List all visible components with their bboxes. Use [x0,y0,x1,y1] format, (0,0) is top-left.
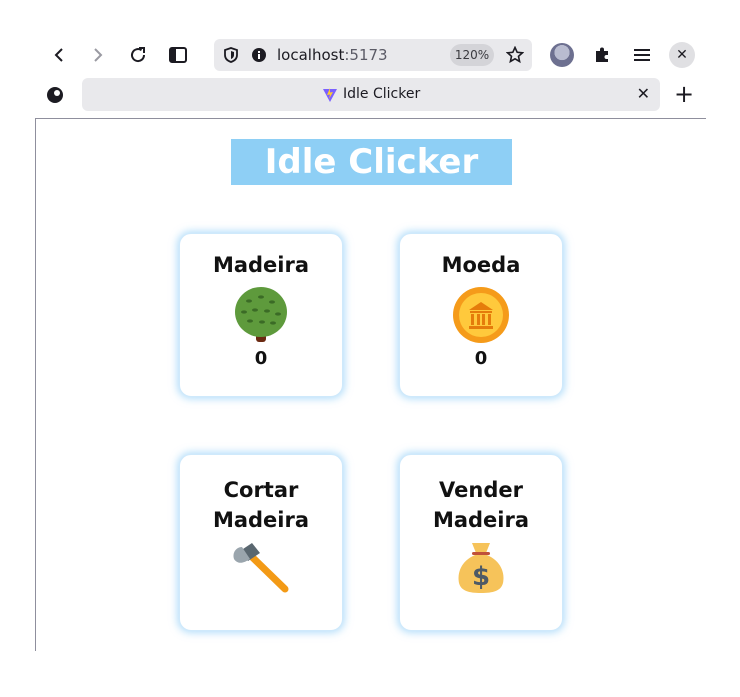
sell-wood-button[interactable]: Vender Madeira $ [399,454,563,631]
close-icon: ✕ [676,47,688,63]
address-bar[interactable]: localhost:5173 120% [214,39,532,71]
arrow-left-icon [54,48,63,62]
back-button[interactable] [44,40,74,70]
account-avatar[interactable] [550,43,574,67]
resource-value: 0 [474,348,488,369]
menu-button[interactable] [627,40,657,70]
action-label-line2: Madeira [432,508,530,532]
close-tab-icon[interactable]: ✕ [636,84,650,103]
url-text[interactable]: localhost:5173 [277,46,388,64]
close-window-button[interactable]: ✕ [669,42,695,68]
tab-idle-clicker[interactable]: Idle Clicker ✕ [82,78,660,111]
axe-icon [233,543,289,593]
resource-label: Moeda [441,253,521,277]
new-tab-button[interactable]: + [674,80,695,108]
tab-title: Idle Clicker [343,86,421,102]
tree-icon [235,287,287,342]
browser-toolbar: localhost:5173 120% ✕ Idle Clicker ✕ + [0,0,740,120]
sidebar-icon [169,47,187,63]
info-icon[interactable] [251,47,267,63]
url-host: localhost [277,46,345,64]
svg-text:$: $ [472,562,490,592]
hamburger-menu-icon [634,49,650,61]
cut-wood-button[interactable]: Cortar Madeira [179,454,343,631]
arrow-right-icon [94,48,103,62]
resource-card-moeda: Moeda 0 [399,233,563,397]
reload-button[interactable] [123,40,153,70]
sidebar-toggle-button[interactable] [163,40,193,70]
resource-value: 0 [254,348,268,369]
shield-icon[interactable] [224,47,238,63]
action-label-line2: Madeira [212,508,310,532]
forward-button[interactable] [83,40,113,70]
extensions-button[interactable] [587,40,617,70]
resource-card-madeira: Madeira 0 [179,233,343,397]
url-port: :5173 [344,46,388,64]
zoom-level-badge[interactable]: 120% [450,44,494,66]
page-viewport: Idle Clicker Madeira 0 Moeda [35,118,706,651]
reload-icon [131,47,146,63]
puzzle-icon [596,47,608,62]
action-label-line1: Vender [439,478,523,502]
firefox-view-icon[interactable] [46,86,64,104]
vite-logo-icon [323,88,337,102]
coin-icon [453,287,509,343]
money-bag-icon: $ [458,543,504,593]
star-icon[interactable] [506,46,524,64]
page-title: Idle Clicker [231,139,512,185]
resource-label: Madeira [212,253,310,277]
action-label-line1: Cortar [223,478,299,502]
